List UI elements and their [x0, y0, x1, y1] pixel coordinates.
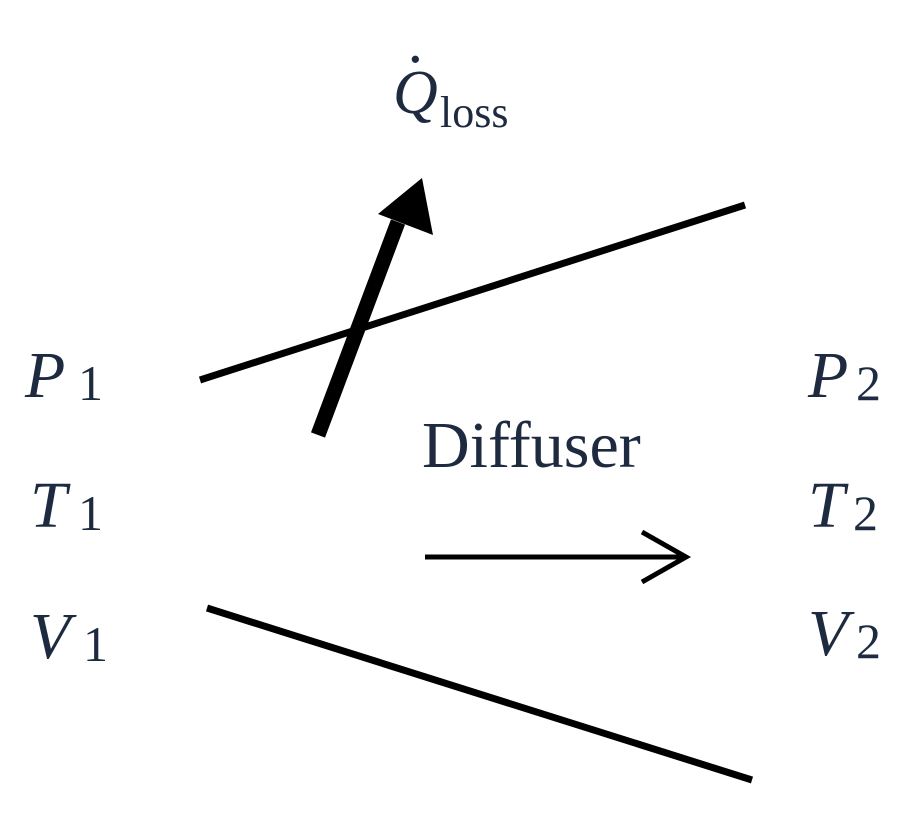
inlet-pressure-symbol: P	[24, 339, 65, 412]
heat-symbol: Q	[393, 59, 438, 127]
inlet-velocity-symbol: V	[30, 600, 77, 673]
outlet-temperature-symbol: T	[808, 469, 849, 542]
outlet-pressure-symbol: P	[807, 339, 848, 412]
device-label: Diffuser	[422, 409, 641, 482]
outlet-velocity: V 2	[808, 597, 881, 670]
inlet-velocity: V 1	[30, 600, 108, 673]
outlet-state: P 2 T 2 V 2	[807, 339, 881, 670]
inlet-velocity-subscript: 1	[83, 616, 108, 672]
diffuser-lower-wall	[205, 604, 754, 784]
flow-direction-arrow	[425, 529, 692, 585]
inlet-pressure: P 1	[24, 339, 103, 412]
heat-rate-dot: ·	[405, 26, 426, 94]
heat-loss-arrow	[310, 178, 433, 438]
outlet-velocity-subscript: 2	[856, 613, 881, 669]
outlet-temperature: T 2	[808, 469, 878, 542]
heat-subscript: loss	[440, 88, 508, 137]
outlet-pressure: P 2	[807, 339, 881, 412]
outlet-velocity-symbol: V	[808, 597, 855, 670]
heat-loss-label: Q · loss	[393, 26, 508, 137]
outlet-pressure-subscript: 2	[856, 355, 881, 411]
inlet-temperature: T 1	[30, 469, 103, 542]
inlet-state: P 1 T 1 V 1	[24, 339, 108, 673]
inlet-temperature-subscript: 1	[78, 485, 103, 541]
diffuser-upper-wall	[198, 201, 747, 384]
inlet-temperature-symbol: T	[30, 469, 71, 542]
outlet-temperature-subscript: 2	[853, 485, 878, 541]
inlet-pressure-subscript: 1	[78, 355, 103, 411]
